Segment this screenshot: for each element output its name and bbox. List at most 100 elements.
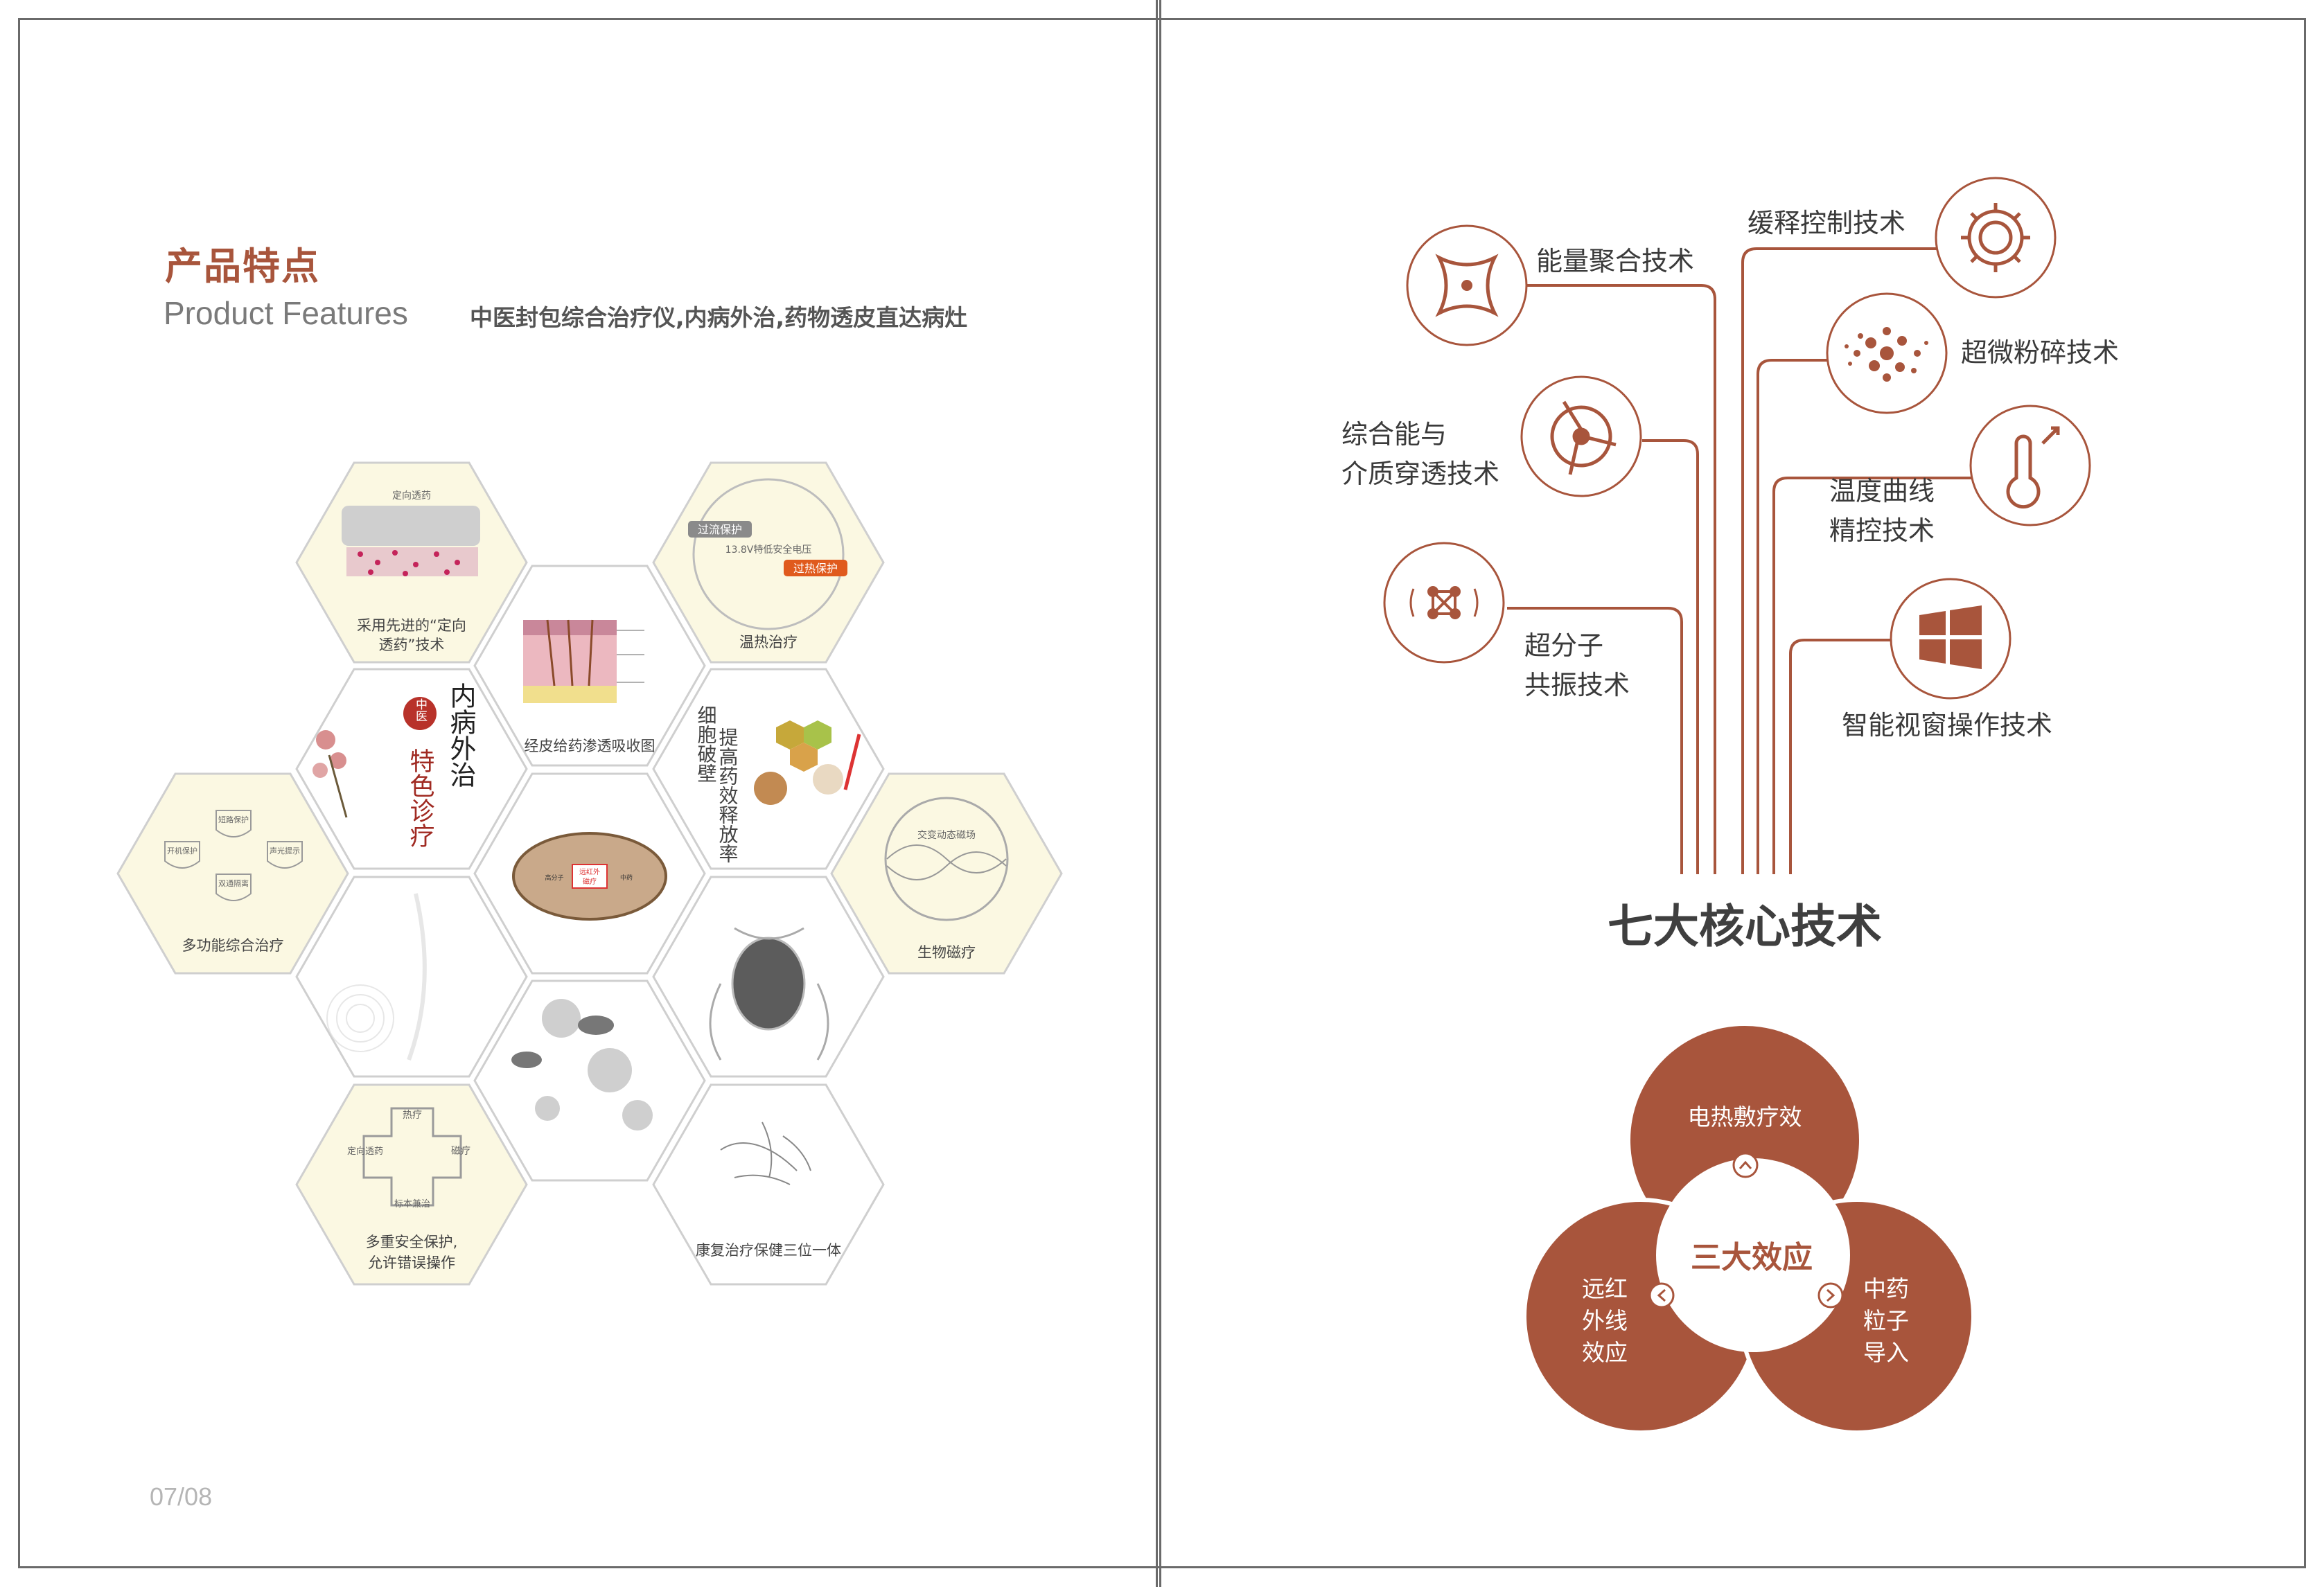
- three-effects-diagram: 电热敷疗效 三大效应 远红 外线 效应 中药 粒子 导入: [1522, 1022, 1975, 1435]
- hex-multi-safety: 热疗 定向透药 磁疗 标本兼治 多重安全保护, 允许错误操作: [295, 1083, 528, 1286]
- particles-icon: [1845, 327, 1928, 382]
- hex-label-line1: 采用先进的“定向: [357, 617, 466, 634]
- page-number: 07/08: [150, 1482, 213, 1511]
- hex-directional-drug: 定向透药 采用先进的“定向 透药”技术: [295, 461, 528, 664]
- vertical-title: 内病外治: [446, 682, 476, 788]
- drug-pad-graphic: [342, 506, 480, 546]
- cross-graphic: [362, 1107, 462, 1207]
- effect-left-line3: 效应: [1582, 1339, 1628, 1366]
- hands-sketch: [720, 1121, 811, 1185]
- windows-icon: [1919, 605, 1982, 669]
- tag-overheat: [784, 560, 847, 576]
- tcm-badge: [403, 697, 437, 730]
- hex-label: 生物磁疗: [917, 944, 976, 961]
- energy-icon: [1435, 254, 1499, 317]
- svg-text:磁疗: 磁疗: [583, 877, 597, 886]
- hex-photo-cells: [473, 979, 706, 1182]
- effect-left-line2: 外线: [1582, 1307, 1628, 1334]
- tech-temperature-curve: 温度曲线 精控技术: [1829, 405, 2091, 546]
- vertical-text-1: 细胞破壁: [695, 705, 718, 783]
- tech-release-control: 缓释控制技术: [1748, 177, 2057, 299]
- tech-label-line2: 介质穿透技术: [1341, 459, 1499, 489]
- shield-graphics: [164, 810, 303, 901]
- effect-left-line1: 远红: [1582, 1275, 1628, 1302]
- svg-text:双通隔离: 双通隔离: [218, 878, 249, 888]
- tech-label: 能量聚合技术: [1536, 246, 1694, 276]
- thermometer-icon: [2006, 426, 2060, 509]
- chevron-up-icon: [1732, 1152, 1759, 1178]
- vertical-subtitle: 特色诊疗: [406, 748, 434, 848]
- book-spine: [1156, 0, 1161, 1587]
- tech-energy-aggregation: 能量聚合技术: [1406, 224, 1694, 346]
- svg-text:定向透药: 定向透药: [347, 1146, 383, 1157]
- hex-label-line1: 多重安全保护,: [366, 1234, 458, 1250]
- honeycomb-graphic: [776, 720, 831, 772]
- svg-text:过流保护: 过流保护: [698, 523, 742, 536]
- hex-label-line2: 允许错误操作: [368, 1254, 455, 1271]
- gear-icon: [1961, 203, 2030, 272]
- tech-label-line2: 共振技术: [1524, 670, 1630, 700]
- hex-warm-therapy: 过流保护 13.8V特低安全电压 过热保护 温热治疗: [652, 461, 885, 664]
- hex-rehab: 康复治疗保健三位一体: [652, 1083, 885, 1286]
- effect-right-line3: 导入: [1863, 1339, 1909, 1366]
- hex-label: 经皮给药渗透吸收图: [525, 738, 655, 754]
- hex-multifunction: 短路保护 开机保护 声光提示 双通隔离 多功能综合治疗: [116, 772, 349, 975]
- svg-text:热疗: 热疗: [403, 1110, 422, 1121]
- effect-center-label: 三大效应: [1691, 1240, 1813, 1275]
- effect-right-line1: 中药: [1863, 1275, 1909, 1302]
- page-subtitle: 中医封包综合治疗仪,内病外治,药物透皮直达病灶: [470, 304, 968, 331]
- tag-overcurrent: [688, 521, 752, 538]
- tech-energy-penetration: 综合能与 介质穿透技术: [1341, 375, 1642, 497]
- vertical-text-2: 提高药效释放率: [716, 727, 739, 863]
- core-tech-title: 七大核心技术: [1608, 900, 1882, 953]
- svg-text:声光提示: 声光提示: [270, 846, 300, 855]
- svg-text:开机保护: 开机保护: [167, 846, 197, 855]
- herb-bowl-graphic: [754, 772, 787, 805]
- effect-right-line2: 粒子: [1863, 1307, 1909, 1334]
- circular-diagram: [692, 478, 845, 630]
- hex-skin-absorption: 经皮给药渗透吸收图: [473, 565, 706, 767]
- drug-particles: [358, 550, 460, 576]
- svg-text:高分子: 高分子: [545, 874, 563, 882]
- powder-graphic: [813, 764, 843, 795]
- tech-label-line2: 精控技术: [1829, 515, 1935, 546]
- flower-graphic: [312, 730, 348, 818]
- page-frame: [18, 18, 2306, 1568]
- hex-belt-device: 远红外 磁疗 高分子 中药: [473, 772, 706, 975]
- chevron-right-icon: [1817, 1282, 1844, 1309]
- page-title: 产品特点: [165, 245, 320, 288]
- svg-text:远红外: 远红外: [579, 867, 600, 876]
- hex-label: 康复治疗保健三位一体: [696, 1242, 841, 1259]
- svg-text:过热保护: 过热保护: [793, 562, 838, 575]
- tech-label-line1: 综合能与: [1341, 419, 1447, 450]
- tech-tree-lines: [1507, 247, 1980, 874]
- hex-label: 温热治疗: [739, 634, 798, 650]
- effect-center-circle: [1656, 1158, 1850, 1352]
- svg-text:短路保护: 短路保护: [218, 815, 249, 824]
- hex-cell-breaking: 细胞破壁 提高药效释放率: [652, 668, 885, 870]
- tech-label: 超微粉碎技术: [1961, 337, 2119, 368]
- tech-supramolecular-resonance: 超分子 共振技术: [1383, 542, 1630, 700]
- inner-label: 交变动态磁场: [917, 829, 976, 841]
- tech-label-line1: 超分子: [1524, 630, 1603, 661]
- diagram-label: 定向透药: [392, 490, 431, 502]
- ribcage-graphic: [509, 795, 669, 937]
- svg-text:中药: 中药: [620, 874, 633, 882]
- hex-photo-heart: [652, 876, 885, 1078]
- svg-text:标本兼治: 标本兼治: [394, 1199, 430, 1209]
- voltage-text: 13.8V特低安全电压: [725, 544, 812, 556]
- effect-top-label: 电热敷疗效: [1688, 1103, 1802, 1131]
- tech-label: 智能视窗操作技术: [1842, 710, 2052, 741]
- page-title-english: Product Features: [164, 295, 408, 331]
- tech-ultrafine-grinding: 超微粉碎技术: [1826, 292, 2119, 414]
- magnetic-circle: [884, 797, 1009, 921]
- tech-label-line1: 温度曲线: [1829, 476, 1935, 506]
- hex-photo-ultrasound: [295, 876, 528, 1078]
- hex-tcm-treatment: 内病外治 中医 特色诊疗: [295, 668, 528, 870]
- hex-label-line2: 透药”技术: [379, 637, 445, 653]
- molecule-icon: [1409, 586, 1479, 619]
- belt-label-box: [572, 864, 608, 889]
- tech-label: 缓释控制技术: [1748, 208, 1905, 238]
- tech-smart-window: 智能视窗操作技术: [1842, 578, 2052, 741]
